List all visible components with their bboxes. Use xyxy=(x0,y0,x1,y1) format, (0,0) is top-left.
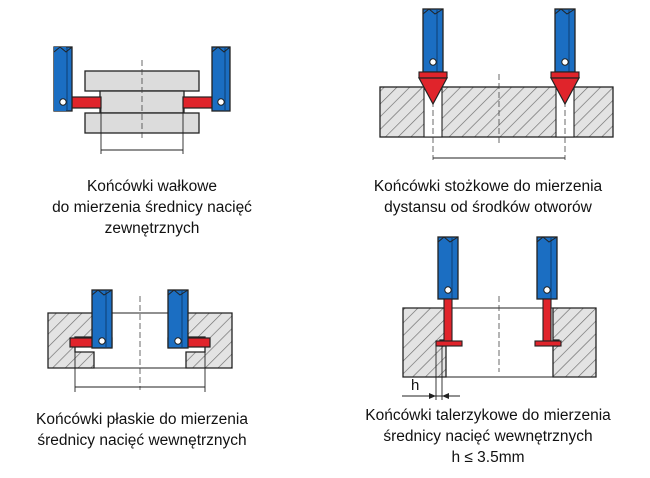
caption-line: zewnętrznych xyxy=(104,220,200,237)
caption-line: Końcówki talerzykowe do mierzenia xyxy=(365,407,611,424)
flat-tips-caption: Końcówki płaskie do mierzenia średnicy n… xyxy=(4,409,280,451)
caption-line: h ≤ 3.5mm xyxy=(451,449,525,466)
left-conical-probe xyxy=(417,8,449,106)
h-dimension-label: h xyxy=(411,377,420,394)
caption-line: średnicy nacięć wewnętrznych xyxy=(37,432,247,449)
conical-tips-caption: Końcówki stożkowe do mierzenia dystansu … xyxy=(338,176,638,218)
caption-line: do mierzenia średnicy nacięć xyxy=(52,199,252,216)
right-probe xyxy=(211,46,231,112)
disc-tips-caption: Końcówki talerzykowe do mierzenia średni… xyxy=(338,405,638,468)
left-probe xyxy=(53,46,73,112)
right-roller-tip xyxy=(182,96,215,109)
right-cone-tip xyxy=(549,77,581,106)
left-disc-probe xyxy=(435,236,463,347)
left-disc-tip xyxy=(435,340,463,347)
disc-tips-illustration xyxy=(402,236,597,400)
caption-line: Końcówki wałkowe xyxy=(86,178,218,195)
roller-tips-caption: Końcówki wałkowe do mierzenia średnicy n… xyxy=(20,176,284,239)
conical-tips-illustration xyxy=(379,8,614,160)
roller-tips-illustration xyxy=(53,46,231,154)
caption-line: Końcówki stożkowe do mierzenia xyxy=(373,178,603,195)
right-conical-probe xyxy=(549,8,581,106)
flat-tips-illustration xyxy=(47,289,233,392)
workpiece-plate xyxy=(379,86,614,138)
caption-line: średnicy nacięć wewnętrznych xyxy=(383,428,593,445)
left-cone-tip xyxy=(417,77,449,106)
caption-line: dystansu od środków otworów xyxy=(384,199,592,216)
caption-line: Końcówki płaskie do mierzenia xyxy=(36,411,248,428)
right-disc-probe xyxy=(534,236,562,347)
left-roller-tip xyxy=(69,96,102,109)
left-flat-probe xyxy=(91,289,113,349)
right-flat-probe xyxy=(167,289,189,349)
right-disc-tip xyxy=(534,340,562,347)
